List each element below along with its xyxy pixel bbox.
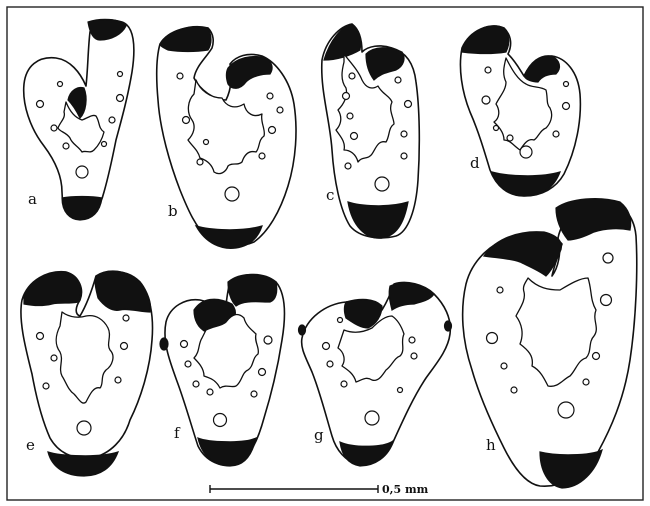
label-g: g bbox=[314, 426, 324, 444]
label-c: c bbox=[326, 186, 334, 204]
label-h: h bbox=[486, 436, 496, 454]
scale-bar bbox=[210, 485, 378, 493]
label-b: b bbox=[168, 202, 178, 220]
label-d: d bbox=[470, 154, 480, 172]
label-a: a bbox=[28, 190, 37, 208]
specimen-e bbox=[21, 271, 153, 476]
specimen-c bbox=[322, 24, 420, 238]
label-f: f bbox=[174, 424, 181, 442]
label-e: e bbox=[26, 436, 35, 454]
specimen-a bbox=[24, 19, 134, 220]
scale-bar-label: 0,5 mm bbox=[382, 483, 429, 496]
